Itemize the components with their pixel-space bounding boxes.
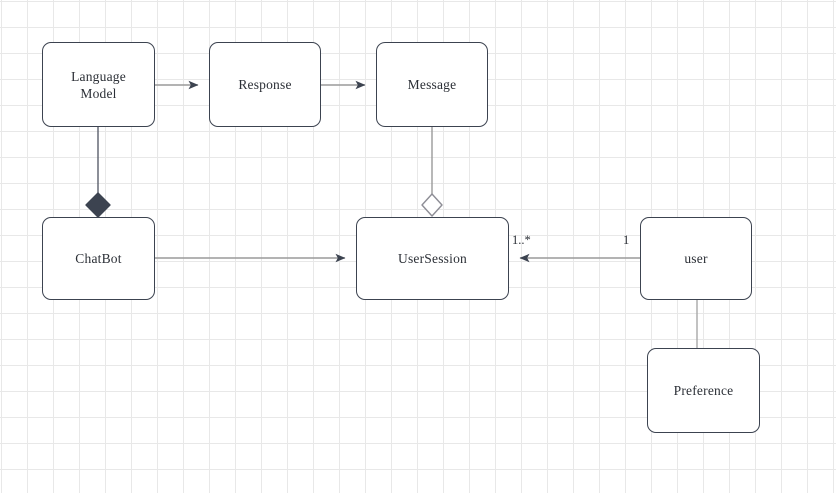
node-language-model[interactable]: Language Model: [42, 42, 155, 127]
node-user-label: user: [684, 251, 708, 266]
hollow-diamond-icon: [421, 193, 443, 217]
edge-message-to-usersession: [421, 127, 443, 217]
node-preference[interactable]: Preference: [647, 348, 760, 433]
node-chatbot-label: ChatBot: [75, 251, 122, 266]
node-language-model-label: Language Model: [71, 68, 126, 101]
filled-diamond-icon: [85, 192, 111, 218]
node-user[interactable]: user: [640, 217, 752, 300]
multiplicity-usersession: 1..*: [512, 233, 531, 247]
node-chatbot[interactable]: ChatBot: [42, 217, 155, 300]
node-usersession[interactable]: UserSession: [356, 217, 509, 300]
node-message[interactable]: Message: [376, 42, 488, 127]
node-response[interactable]: Response: [209, 42, 321, 127]
multiplicity-user: 1: [623, 233, 630, 247]
node-preference-label: Preference: [673, 383, 734, 398]
node-response-label: Response: [238, 77, 292, 92]
node-message-label: Message: [407, 77, 457, 92]
node-usersession-label: UserSession: [398, 251, 467, 266]
edge-language-model-to-chatbot: [85, 127, 111, 218]
